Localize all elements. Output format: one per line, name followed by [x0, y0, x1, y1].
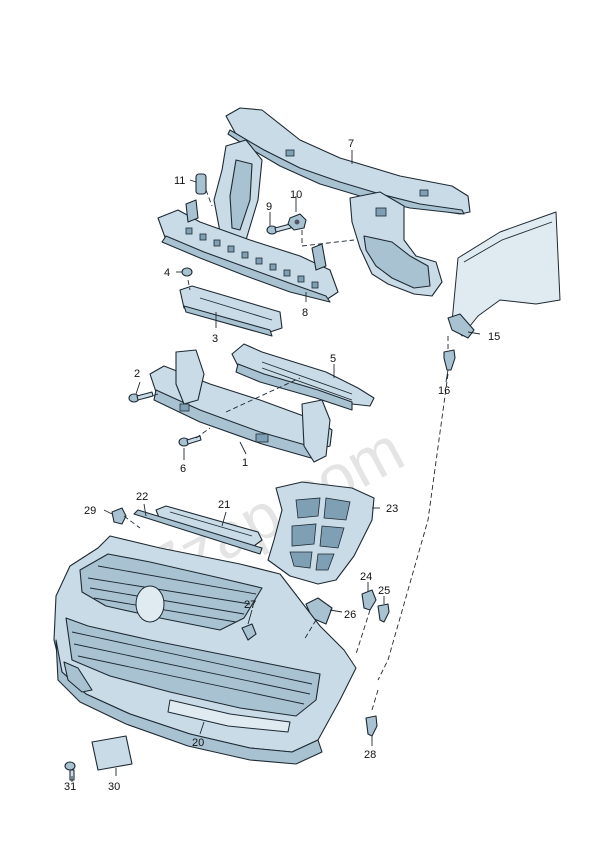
callout-1[interactable]: 1: [242, 457, 248, 469]
part-8-impact-absorber[interactable]: [157, 199, 339, 303]
callout-16[interactable]: 16: [438, 385, 450, 397]
bracket-lattice: [289, 497, 351, 571]
part-2-bolt[interactable]: [128, 391, 154, 403]
part-15-bracket[interactable]: [447, 313, 475, 339]
part-22-seal[interactable]: [133, 509, 263, 555]
part-1-bumper-bracket[interactable]: [149, 349, 333, 463]
callout-3[interactable]: 3: [212, 333, 218, 345]
assembly-lines: [123, 189, 449, 711]
absorber-cells: [185, 227, 319, 289]
callout-22[interactable]: 22: [136, 491, 148, 503]
lower-grille-slats: [71, 631, 313, 705]
callout-7[interactable]: 7: [348, 138, 354, 150]
part-10-nut[interactable]: [287, 213, 307, 231]
callout-27[interactable]: 27: [244, 599, 256, 611]
callout-6[interactable]: 6: [180, 463, 186, 475]
part-25-screw[interactable]: [377, 603, 390, 623]
part-6-bolt[interactable]: [178, 435, 202, 447]
callout-28[interactable]: 28: [364, 749, 376, 761]
callout-29[interactable]: 29: [84, 505, 96, 517]
callout-20[interactable]: 20: [192, 737, 204, 749]
part-24-clip[interactable]: [361, 589, 377, 611]
callout-10[interactable]: 10: [290, 189, 302, 201]
callout-30[interactable]: 30: [108, 781, 120, 793]
callout-4[interactable]: 4: [164, 267, 170, 279]
part-5-carrier[interactable]: [231, 343, 375, 411]
leader-lines: [71, 150, 481, 782]
callout-8[interactable]: 8: [302, 307, 308, 319]
part-31-screw[interactable]: [64, 761, 76, 781]
part-11-buffer[interactable]: [195, 173, 207, 195]
part-29-clip[interactable]: [111, 507, 127, 525]
fender-panel: [451, 211, 561, 337]
part-20-bumper-cover[interactable]: [53, 535, 357, 765]
grille-slats: [87, 565, 257, 623]
callout-21[interactable]: 21: [218, 499, 230, 511]
callout-31[interactable]: 31: [64, 781, 76, 793]
callout-numbers: 7 8 11 10 9 4 3 5 2 1 6 15 16 23 21 22 2…: [64, 138, 500, 793]
part-4-clip[interactable]: [181, 267, 193, 277]
part-28-screw[interactable]: [365, 715, 378, 737]
callout-26[interactable]: 26: [344, 609, 356, 621]
part-16-screw[interactable]: [443, 349, 456, 371]
part-9-bolt[interactable]: [266, 223, 292, 235]
callout-5[interactable]: 5: [330, 353, 336, 365]
part-7-lock-carrier[interactable]: [213, 107, 471, 297]
callout-24[interactable]: 24: [360, 571, 372, 583]
callout-15[interactable]: 15: [488, 331, 500, 343]
callout-25[interactable]: 25: [378, 585, 390, 597]
callout-11[interactable]: 11: [174, 175, 185, 187]
callout-23[interactable]: 23: [386, 503, 398, 515]
callout-2[interactable]: 2: [134, 368, 140, 380]
part-27-clip[interactable]: [241, 623, 257, 641]
part-3-spacer[interactable]: [179, 285, 283, 337]
part-23-bracket[interactable]: [267, 481, 375, 585]
part-30-cover-cap[interactable]: [91, 735, 133, 771]
callout-9[interactable]: 9: [266, 201, 272, 213]
